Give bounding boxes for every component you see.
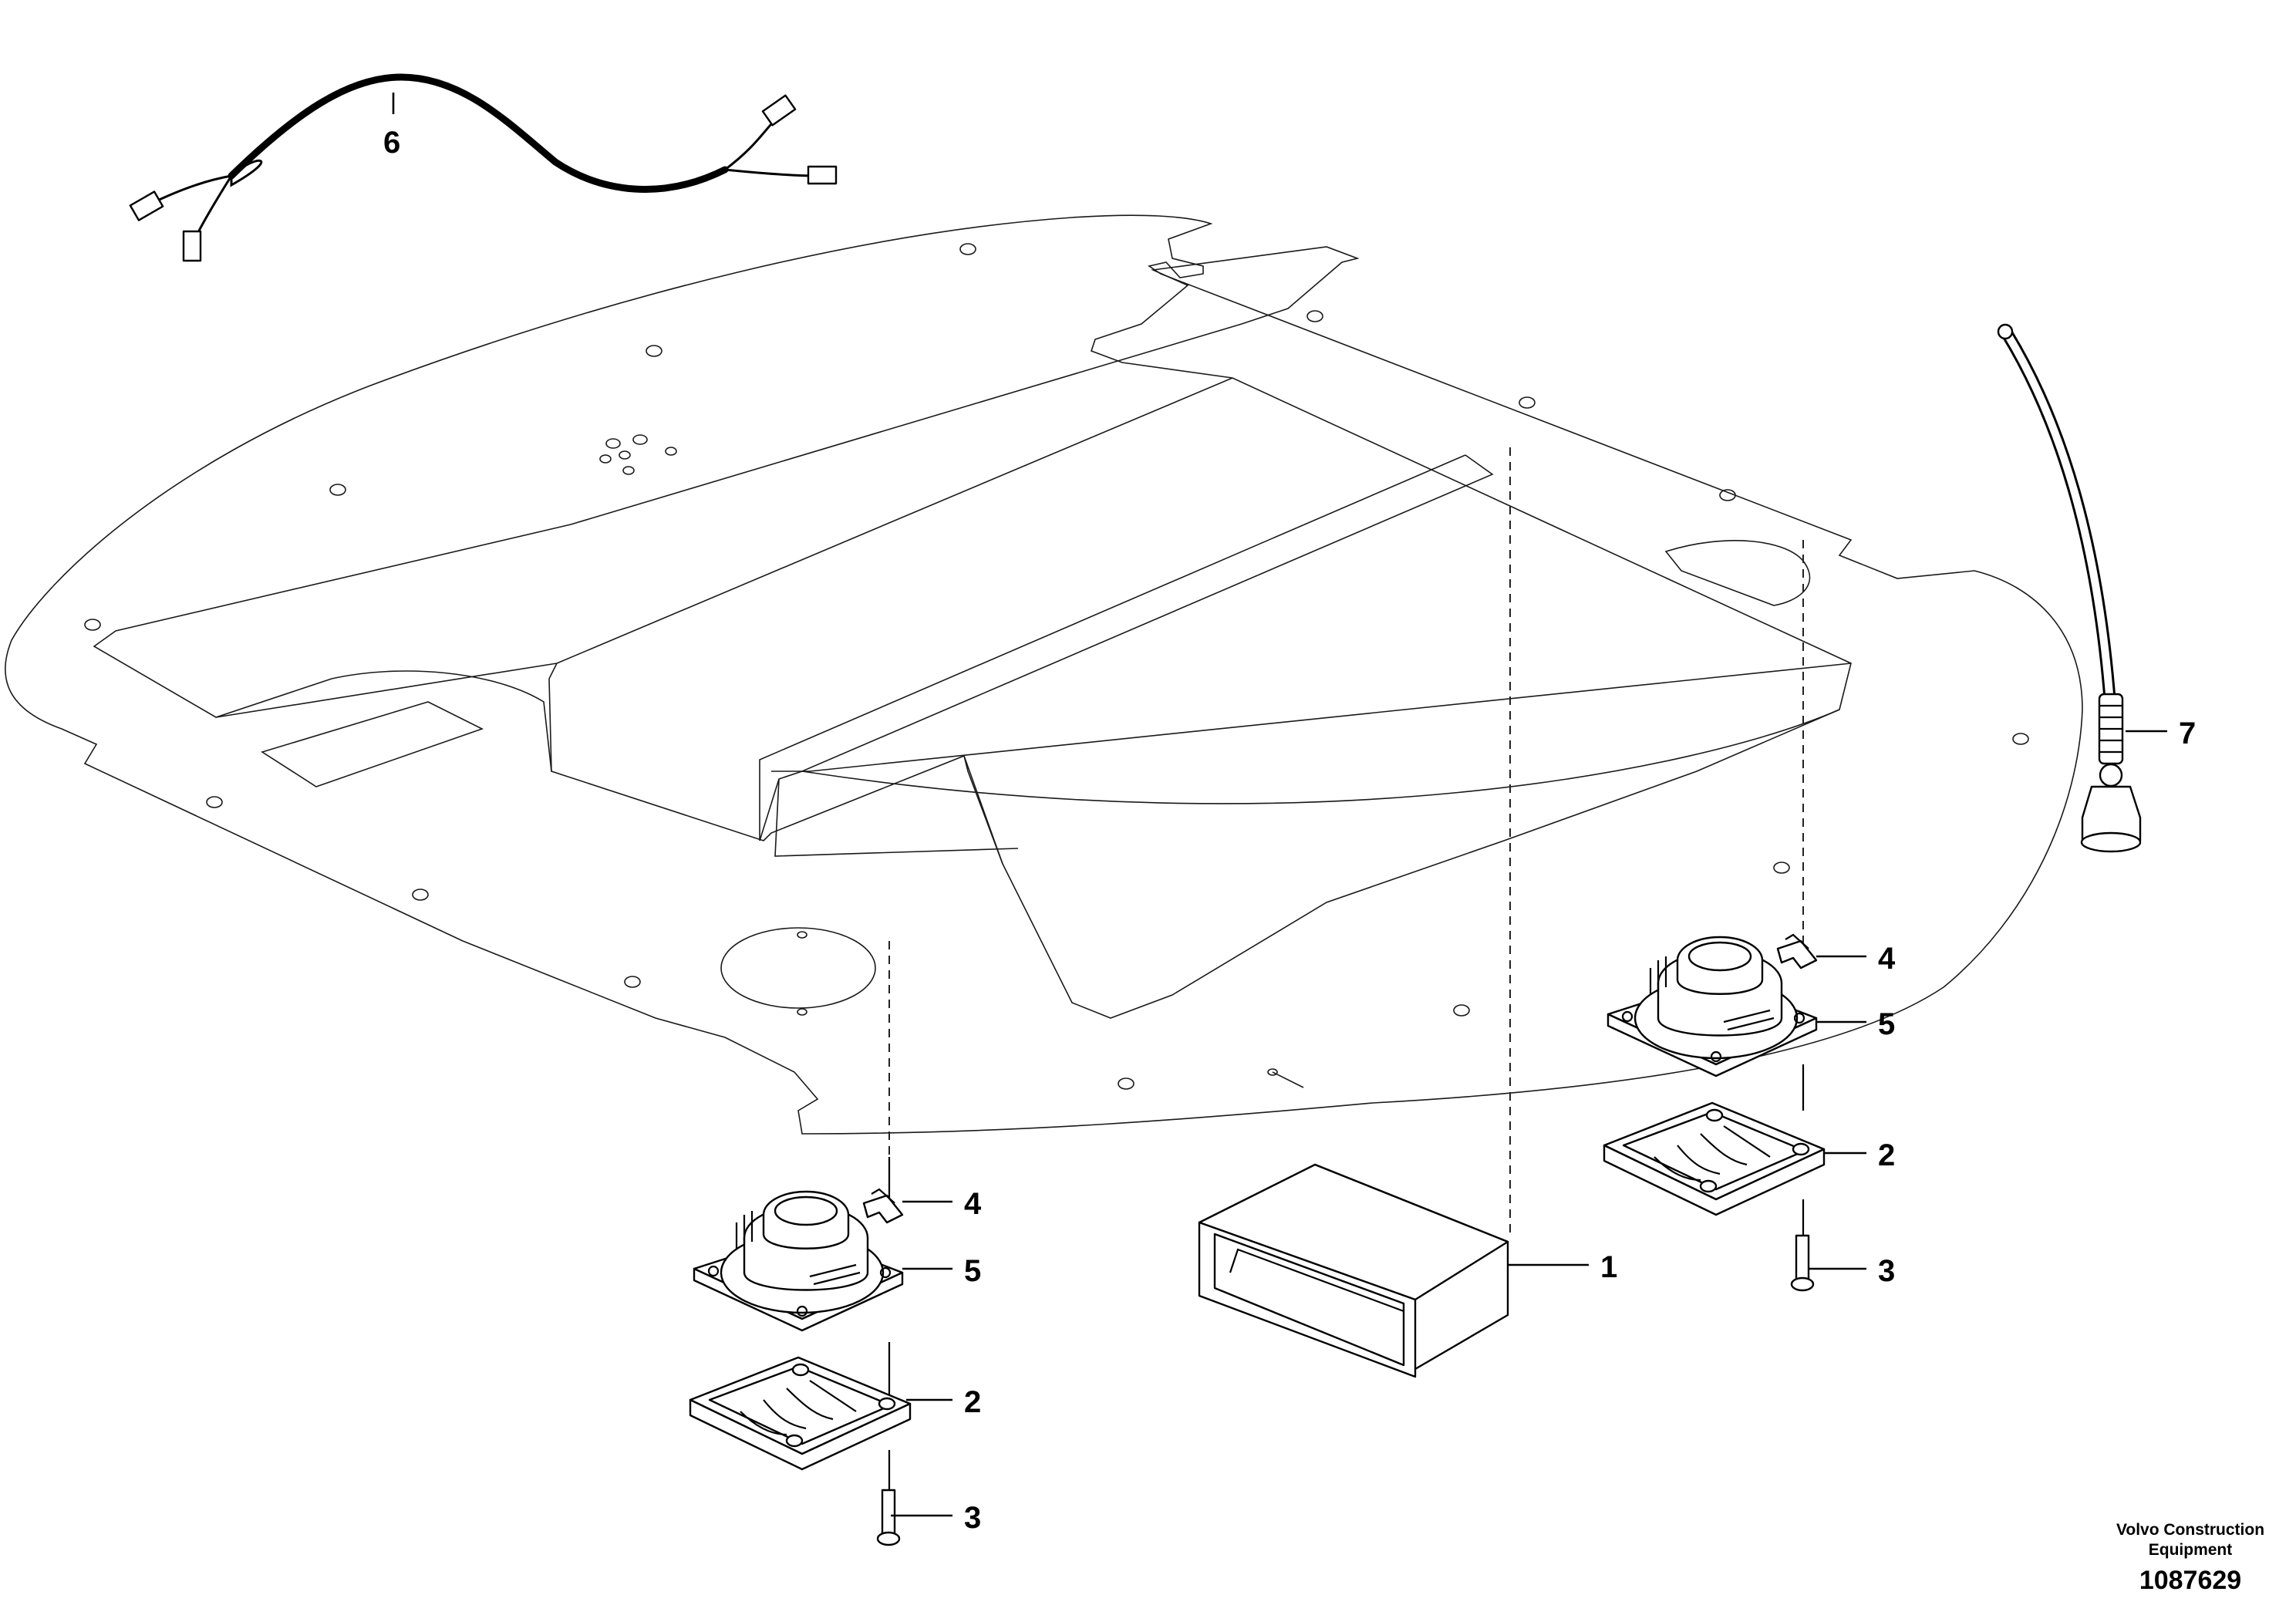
callout-4-left: 4: [964, 1187, 982, 1221]
radio-mounting-box: [1198, 1163, 1509, 1378]
callout-2-right: 2: [1878, 1138, 1895, 1172]
credit-block: Volvo Construction Equipment 1087629: [2116, 1521, 2264, 1595]
callout-labels: 1 2 2 3 3 4 4 5 5 6 7: [383, 126, 2196, 1535]
cab-roof-panel: [5, 214, 2083, 1135]
callout-7: 7: [2179, 717, 2196, 750]
antenna: [1997, 323, 2142, 853]
leader-lines: [392, 93, 2167, 1517]
credit-line-2: Equipment: [2149, 1541, 2233, 1559]
callout-5-left: 5: [964, 1254, 981, 1288]
speaker-assembly-right: [1603, 933, 1826, 1292]
wiring-harness: [129, 73, 838, 262]
callout-5-right: 5: [1878, 1007, 1895, 1041]
credit-line-1: Volvo Construction: [2116, 1521, 2264, 1539]
callout-6: 6: [383, 126, 400, 160]
callout-2-left: 2: [964, 1385, 981, 1419]
callout-1: 1: [1600, 1250, 1617, 1284]
callout-3-left: 3: [964, 1501, 981, 1535]
speaker-assembly-left: [689, 1188, 912, 1546]
document-number: 1087629: [2139, 1566, 2241, 1595]
callout-4-right: 4: [1878, 942, 1896, 976]
roof-panel-holes: [84, 243, 2029, 1090]
callout-3-right: 3: [1878, 1254, 1895, 1288]
